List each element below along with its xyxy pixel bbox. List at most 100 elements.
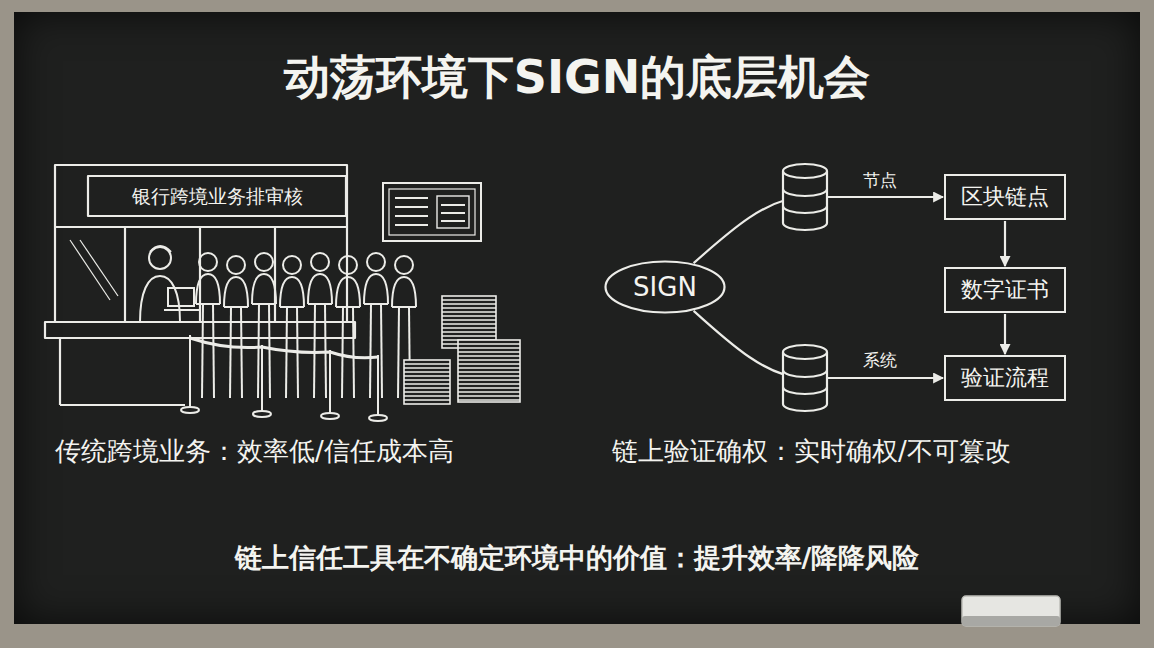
queue-people-part <box>252 303 276 305</box>
ellipse-outline <box>606 262 725 313</box>
stanchions-part <box>189 335 191 408</box>
paper-stacks-part <box>458 343 520 345</box>
stanchions-part <box>253 411 271 417</box>
paper-stacks-part <box>404 391 450 393</box>
bank-counter-part <box>55 165 347 227</box>
bank-counter-part <box>60 404 185 406</box>
edge-label: 节点 <box>859 170 901 190</box>
notice-board-part <box>383 183 481 241</box>
queue-people-part <box>280 277 304 307</box>
notice-board-part <box>395 197 428 199</box>
paper-stacks-part <box>404 375 450 377</box>
queue-people-part <box>367 253 385 271</box>
queue-people-part <box>398 307 399 398</box>
queue-people-part <box>224 306 248 308</box>
notice-board-part <box>441 220 465 222</box>
paper-stacks-part <box>442 307 496 309</box>
teller-figure-part <box>140 276 180 322</box>
database-icon <box>783 345 827 411</box>
bank-counter-part <box>274 227 276 322</box>
connector-arrow <box>1004 314 1006 354</box>
notice-board-part <box>389 189 475 235</box>
queue-people-part <box>283 256 301 274</box>
teller-figure <box>140 246 200 322</box>
node-label: 验证流程 <box>961 363 1049 393</box>
paper-stacks-part <box>404 383 450 385</box>
queue-people-part <box>311 253 329 271</box>
queue-people-part <box>227 256 245 274</box>
paper-stacks-part <box>458 371 520 373</box>
paper-stacks-part <box>458 379 520 381</box>
queue-people-part <box>213 304 214 398</box>
queue-people <box>196 253 416 398</box>
paper-stacks-part <box>442 327 496 329</box>
connector-arrow <box>1004 221 1006 266</box>
teller-figure-part <box>150 246 171 252</box>
sign-text: 银行跨境业务排审核 <box>132 185 303 208</box>
stanchions-part <box>321 413 339 419</box>
queue-people-part <box>202 304 203 398</box>
notice-board <box>383 183 481 241</box>
queue-people-part <box>230 307 231 398</box>
queue-people-part <box>308 274 332 304</box>
notice-board-part <box>395 206 428 208</box>
process-box: 数字证书 <box>944 267 1066 313</box>
notice-board-part <box>395 224 428 226</box>
queue-people-part <box>370 304 371 398</box>
paper-stacks-part <box>442 299 496 301</box>
queue-people-part <box>308 303 332 305</box>
database-icon-part <box>783 387 827 394</box>
bank-counter-part <box>45 322 355 338</box>
queue-people-part <box>199 253 217 271</box>
notice-board-part <box>441 204 465 206</box>
paper-stacks-part <box>404 371 450 373</box>
stanchions-part <box>369 415 387 421</box>
queue-people-part <box>339 256 357 274</box>
bank-counter-part <box>70 240 110 300</box>
notice-board-part <box>441 212 465 214</box>
queue-people-part <box>336 306 360 308</box>
stanchions <box>181 335 387 421</box>
bank-counter-part <box>124 227 126 322</box>
paper-stacks-part <box>458 367 520 369</box>
paper-stacks-part <box>458 383 520 385</box>
panel-caption: 传统跨境业务：效率低/信任成本高 <box>55 436 454 467</box>
teller-figure-part <box>168 288 194 306</box>
paper-stacks-part <box>404 367 450 369</box>
queue-people-part <box>336 277 360 307</box>
database-icon-part <box>783 352 827 411</box>
stanchions-part <box>181 407 199 413</box>
chalk-eraser-part <box>962 596 1060 626</box>
paper-stacks-part <box>458 359 520 361</box>
database-icon-part <box>783 345 827 359</box>
paper-stacks-part <box>458 375 520 377</box>
paper-stacks-part <box>442 315 496 317</box>
notice-board-part <box>437 196 469 228</box>
database-icon-part <box>783 164 827 178</box>
stanchions-part <box>329 350 331 414</box>
paper-stacks-part <box>458 391 520 393</box>
database-icon-part <box>783 370 827 377</box>
paper-stacks-part <box>442 335 496 337</box>
paper-stacks-part <box>442 323 496 325</box>
title: 动荡环境下SIGN的底层机会 <box>284 50 871 105</box>
paper-stacks-part <box>442 311 496 313</box>
ellipse-node: SIGN <box>604 260 726 314</box>
process-box: 验证流程 <box>944 355 1066 401</box>
queue-people-part <box>196 274 220 304</box>
process-box: 区块链点 <box>944 174 1066 220</box>
bank-counter <box>45 165 355 405</box>
paper-stacks-part <box>404 379 450 381</box>
queue-people-part <box>353 307 354 398</box>
paper-stacks-part <box>458 340 520 402</box>
database-icon-part <box>783 206 827 213</box>
caption: 链上信任工具在不确定环境中的价值：提升效率/降降风险 <box>235 542 920 574</box>
bank-counter-part <box>59 338 61 405</box>
database-icon-part <box>783 189 827 196</box>
queue-people-part <box>252 274 276 304</box>
paper-stacks-part <box>458 363 520 365</box>
queue-people-part <box>224 277 248 307</box>
node-label: SIGN <box>633 272 697 302</box>
chalk-eraser-part <box>962 616 1060 626</box>
